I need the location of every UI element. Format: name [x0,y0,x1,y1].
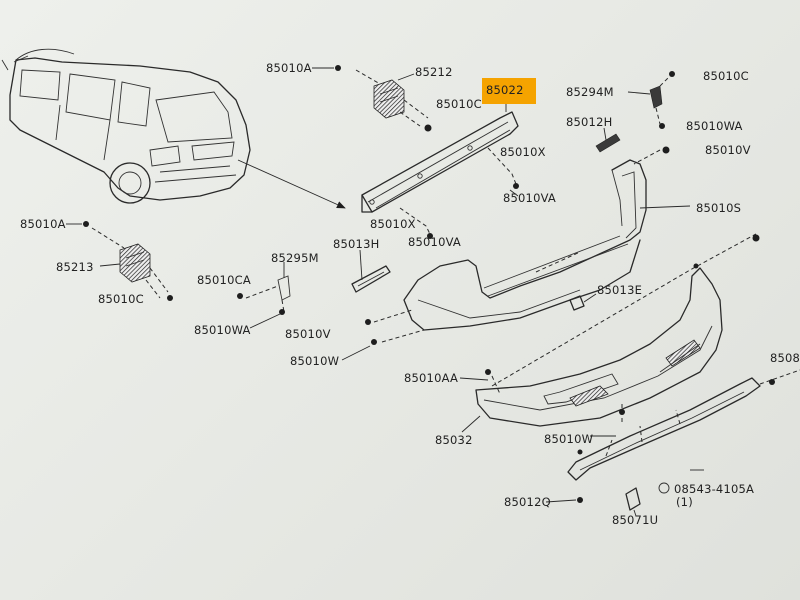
bumper-reinforcement [361,111,519,213]
bracket-85295M [245,262,291,313]
label-85081: 85081 [770,351,800,365]
label-85013H: 85013H [333,237,379,251]
label-85294M: 85294M [566,85,614,99]
label-85010X-top: 85010X [500,145,546,159]
label-85010X-lower: 85010X [370,217,416,231]
assembly-lines [373,102,704,503]
label-85010C-right: 85010C [703,69,749,83]
label-85013E: 85013E [597,283,642,297]
label-08543-4105A: 08543-4105A [674,482,754,496]
label-85010C-top: 85010C [436,97,482,111]
bracket-85294M [627,73,673,125]
label-quantity: (1) [676,495,693,509]
label-85010W-lower: 85010W [544,432,593,446]
label-85010VA-top: 85010VA [503,191,556,205]
label-85295M: 85295M [271,251,319,265]
label-85010VA-lower: 85010VA [408,235,461,249]
label-85071U: 85071U [612,513,658,527]
label-85010CA: 85010CA [197,273,251,287]
highlight-85022 [482,78,536,104]
vehicle-illustration [1,48,346,209]
label-85010A-top: 85010A [266,61,312,75]
part-85071U [625,487,641,517]
label-85010A-left: 85010A [20,217,66,231]
label-85212: 85212 [415,65,453,79]
label-85010C-left: 85010C [98,292,144,306]
label-85032: 85032 [435,433,473,447]
part-labels: 85010A 85212 85010C 85022 85294M 85010C … [20,61,800,527]
label-85010V-left: 85010V [285,327,331,341]
label-85010W-left: 85010W [290,354,339,368]
label-85010S: 85010S [696,201,741,215]
bracket-85213 [91,227,169,299]
label-85010WA-right: 85010WA [686,119,743,133]
lower-bumper-85032 [475,233,757,427]
lower-trim-85081 [567,369,800,481]
label-85213: 85213 [56,260,94,274]
part-85012H [595,127,621,153]
label-85010WA-left: 85010WA [194,323,251,337]
bracket-85212 [355,69,429,127]
part-85013E [569,293,597,311]
part-85013H [351,249,391,293]
label-85010AA: 85010AA [404,371,458,385]
label-85012Q: 85012Q [504,495,551,509]
label-85010V-right: 85010V [705,143,751,157]
fasteners [83,65,775,503]
label-85022: 85022 [486,83,524,97]
label-85012H: 85012H [566,115,612,129]
bumper-fascia-85010S [403,159,647,331]
